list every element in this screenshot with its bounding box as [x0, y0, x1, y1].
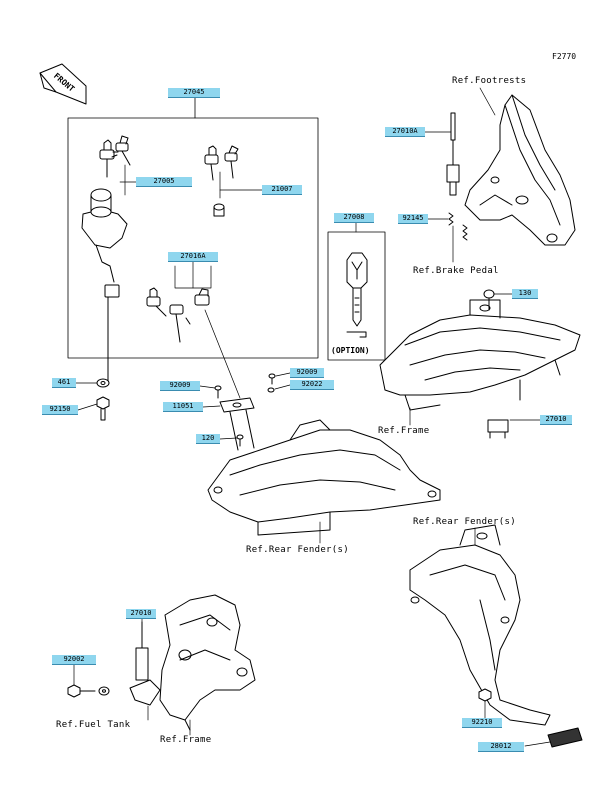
figure-code: F2770 [552, 52, 577, 61]
washer-icon [96, 378, 110, 388]
ref-fuel-tank[interactable]: Ref.Fuel Tank [56, 720, 131, 730]
part-label-461[interactable]: 461 [52, 378, 76, 388]
spring-icon [448, 212, 468, 241]
part-label-92002[interactable]: 92002 [52, 655, 96, 665]
ignition-switch-icon [81, 188, 128, 383]
part-label-130[interactable]: 130 [512, 289, 538, 299]
part-label-21007[interactable]: 21007 [262, 185, 302, 195]
part-label-27008[interactable]: 27008 [334, 213, 374, 223]
bolt-icon [67, 684, 96, 698]
bolt-icon [268, 373, 276, 385]
ref-frame-upper[interactable]: Ref.Frame [378, 426, 430, 436]
washer-icon [98, 686, 110, 696]
rear-fender-center-icon [207, 419, 441, 536]
ignition-set-box [67, 97, 319, 359]
ref-rear-fender-right[interactable]: Ref.Rear Fender(s) [413, 517, 516, 527]
nut-icon [478, 688, 492, 702]
ref-footrests[interactable]: Ref.Footrests [452, 76, 527, 86]
part-label-27010-right[interactable]: 27010 [540, 415, 572, 425]
key-set-icon [146, 287, 210, 343]
ref-rear-fender-center[interactable]: Ref.Rear Fender(s) [246, 545, 349, 555]
part-label-92009-right[interactable]: 92009 [290, 368, 324, 378]
switch-connector-icon [487, 419, 509, 439]
option-key-box [327, 221, 386, 361]
part-label-28012[interactable]: 28012 [478, 742, 524, 752]
bolt-icon [96, 396, 110, 421]
part-label-92210[interactable]: 92210 [462, 718, 502, 728]
part-label-27016a[interactable]: 27016A [168, 252, 218, 262]
footrest-bracket-icon [464, 94, 576, 246]
lock-cylinder-icon [213, 203, 225, 217]
front-switch-icon [129, 621, 161, 706]
part-label-11051[interactable]: 11051 [163, 402, 203, 412]
part-label-120[interactable]: 120 [196, 434, 220, 444]
option-label: (OPTION) [331, 346, 370, 355]
part-label-92150[interactable]: 92150 [42, 405, 78, 415]
bolt-icon [236, 434, 244, 447]
front-arrow-icon [39, 63, 87, 105]
part-label-27010-lower[interactable]: 27010 [126, 609, 156, 619]
key-pair-icon [204, 145, 239, 181]
frame-lower-icon [159, 594, 256, 731]
key-bracket-icon [219, 397, 255, 451]
ref-brake-pedal[interactable]: Ref.Brake Pedal [413, 266, 499, 276]
nut-icon [267, 387, 275, 393]
brake-switch-icon [446, 112, 460, 196]
frame-bracket-icon [379, 299, 581, 411]
part-label-27045[interactable]: 27045 [168, 88, 220, 98]
part-label-92145[interactable]: 92145 [398, 214, 428, 224]
ref-frame-lower[interactable]: Ref.Frame [160, 735, 212, 745]
reflector-icon [547, 727, 583, 748]
key-pair-icon [99, 135, 131, 178]
part-label-27005[interactable]: 27005 [136, 177, 192, 187]
part-label-27010a[interactable]: 27010A [385, 127, 425, 137]
rear-fender-right-icon [409, 524, 551, 726]
bolt-icon [214, 385, 222, 399]
part-label-92022[interactable]: 92022 [290, 380, 334, 390]
part-label-92009-left[interactable]: 92009 [160, 381, 200, 391]
